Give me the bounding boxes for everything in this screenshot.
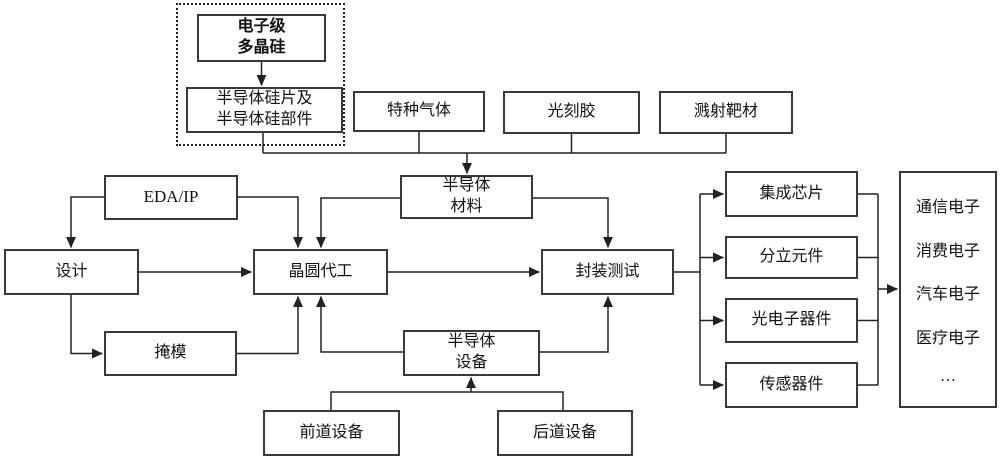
node-silicon-wafer: 半导体硅片及 半导体硅部件 xyxy=(186,87,343,133)
edge-equipment-to-foundry xyxy=(315,295,403,353)
node-integrated-chips-label: 集成芯片 xyxy=(759,184,824,202)
node-silicon-wafer-label: 半导体硅片及 半导体硅部件 xyxy=(216,90,313,128)
node-sputtering-target: 溅射靶材 xyxy=(659,91,793,134)
node-photoresist: 光刻胶 xyxy=(503,91,640,134)
node-semiconductor-equipment: 半导体 设备 xyxy=(403,330,540,376)
node-polysilicon-label: 电子级 多晶硅 xyxy=(237,18,286,56)
node-mask-label: 掩模 xyxy=(154,344,187,362)
edge-materials-to-foundry xyxy=(315,197,400,249)
node-wafer-foundry-label: 晶圆代工 xyxy=(288,262,353,280)
node-design: 设计 xyxy=(4,249,139,295)
node-optoelectronic-devices-label: 光电子器件 xyxy=(751,311,832,329)
node-eda-ip: EDA/IP xyxy=(104,175,238,220)
edge-design-to-mask xyxy=(70,295,104,359)
edge-equipment-to-packaging xyxy=(540,295,614,353)
node-backend-equipment: 后道设备 xyxy=(497,410,633,456)
node-special-gas: 特种气体 xyxy=(353,91,485,132)
application-item-consumer: 消费电子 xyxy=(915,242,980,260)
node-frontend-equipment-label: 前道设备 xyxy=(299,423,364,441)
polysilicon-group-outline xyxy=(176,3,345,146)
application-item-automotive: 汽车电子 xyxy=(915,286,980,304)
node-wafer-foundry: 晶圆代工 xyxy=(253,249,388,295)
edge-edaip-to-foundry xyxy=(238,196,304,249)
node-packaging-testing-label: 封装测试 xyxy=(575,262,640,280)
node-design-label: 设计 xyxy=(55,262,88,280)
edge-edaip-to-design xyxy=(65,196,104,249)
node-photoresist-label: 光刻胶 xyxy=(547,103,596,121)
node-packaging-testing: 封装测试 xyxy=(541,249,674,295)
node-discrete-components: 分立元件 xyxy=(725,236,858,279)
edge-materials-to-packaging xyxy=(533,197,614,249)
node-sputtering-target-label: 溅射靶材 xyxy=(693,103,758,121)
edge-equipment-bus xyxy=(330,391,564,410)
node-semiconductor-materials: 半导体 材料 xyxy=(400,175,533,219)
node-backend-equipment-label: 后道设备 xyxy=(532,423,597,441)
application-item-communication: 通信电子 xyxy=(915,198,980,216)
node-eda-ip-label: EDA/IP xyxy=(143,187,199,207)
node-polysilicon: 电子级 多晶硅 xyxy=(197,14,326,62)
application-item-ellipsis: … xyxy=(940,368,956,386)
application-item-medical: 医疗电子 xyxy=(915,330,980,348)
node-discrete-components-label: 分立元件 xyxy=(759,248,824,266)
node-semiconductor-materials-label: 半导体 材料 xyxy=(442,177,491,215)
node-integrated-chips: 集成芯片 xyxy=(725,171,858,217)
node-frontend-equipment: 前道设备 xyxy=(263,410,400,456)
node-applications: 通信电子 消费电子 汽车电子 医疗电子 … xyxy=(899,171,997,408)
node-special-gas-label: 特种气体 xyxy=(386,102,451,120)
node-sensor-devices: 传感器件 xyxy=(725,362,858,408)
node-semiconductor-equipment-label: 半导体 设备 xyxy=(447,333,496,371)
node-sensor-devices-label: 传感器件 xyxy=(759,375,824,393)
edge-mask-to-foundry xyxy=(237,295,304,355)
node-mask: 掩模 xyxy=(104,331,237,376)
node-optoelectronic-devices: 光电子器件 xyxy=(725,298,858,343)
